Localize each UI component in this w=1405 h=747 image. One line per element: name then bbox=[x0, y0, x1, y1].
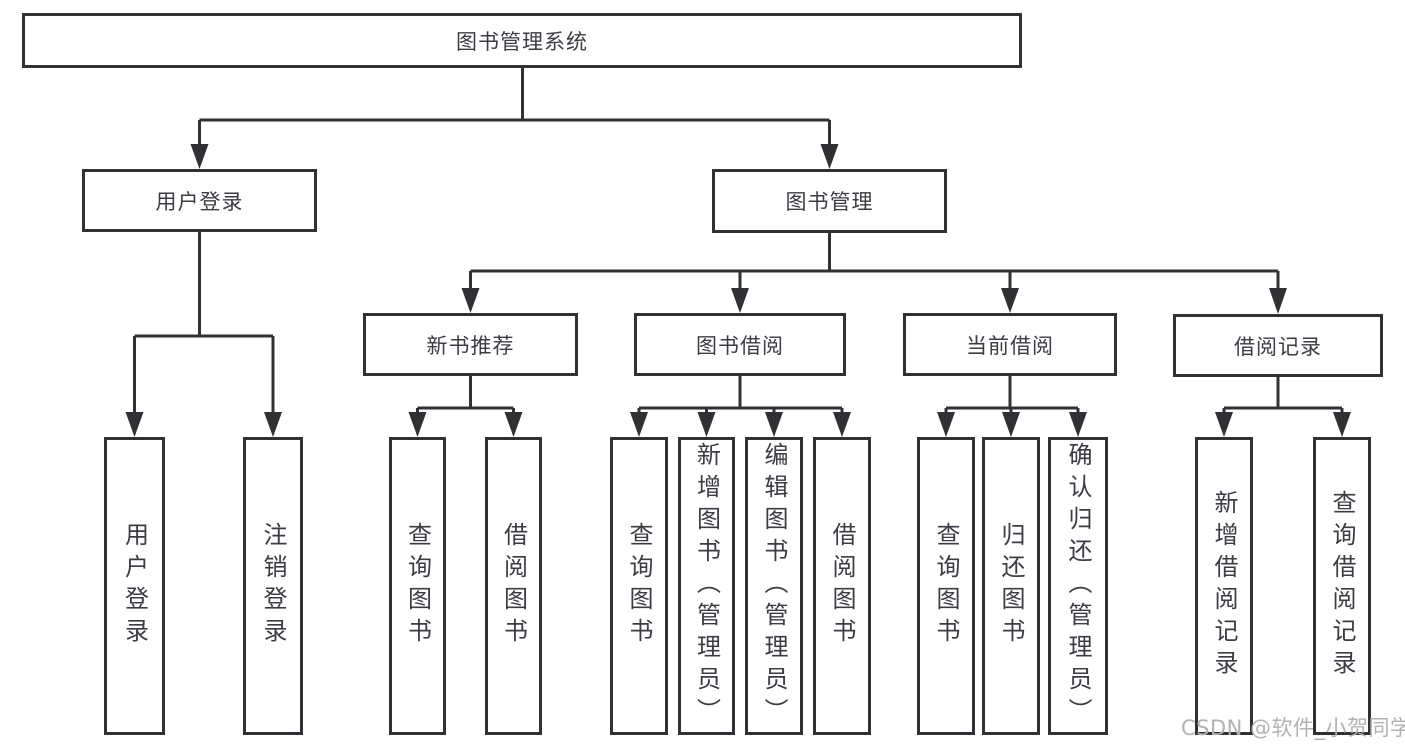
leaf-borrowing-add-books-admin: 新增图书（管理员） bbox=[678, 437, 735, 735]
leaf-current-confirm-return-admin: 确认归还（管理员） bbox=[1048, 437, 1108, 735]
leaf-recommend-borrow-books-label: 借阅图书 bbox=[499, 522, 528, 650]
node-library-system: 图书管理系统 bbox=[22, 13, 1022, 68]
node-book-borrowing: 图书借阅 bbox=[634, 313, 846, 376]
connector-borrowing-records-branch bbox=[1222, 377, 1344, 413]
node-book-management: 图书管理 bbox=[712, 169, 947, 233]
connector-current-borrowing-branch bbox=[944, 376, 1080, 413]
node-new-book-recommend: 新书推荐 bbox=[363, 313, 578, 376]
leaf-user-login: 用户登录 bbox=[104, 437, 165, 735]
connector-book-management-branch bbox=[469, 233, 1280, 289]
connector-user-login-branch bbox=[133, 232, 275, 413]
leaf-recommend-query-books: 查询图书 bbox=[389, 437, 446, 735]
leaf-current-return-books-label: 归还图书 bbox=[997, 522, 1025, 650]
csdn-watermark: CSDN @软件_小贺同学 bbox=[1181, 716, 1405, 740]
node-current-borrowing-label: 当前借阅 bbox=[966, 333, 1054, 358]
node-user-login-label: 用户登录 bbox=[155, 189, 244, 214]
leaf-current-query-books: 查询图书 bbox=[917, 437, 975, 735]
leaf-borrowing-borrow-books: 借阅图书 bbox=[813, 437, 871, 735]
leaf-borrowing-borrow-books-label: 借阅图书 bbox=[828, 522, 856, 650]
node-current-borrowing: 当前借阅 bbox=[903, 313, 1117, 376]
leaf-logout-label: 注销登录 bbox=[259, 522, 287, 650]
leaf-current-query-books-label: 查询图书 bbox=[932, 522, 960, 650]
leaf-records-query-record: 查询借阅记录 bbox=[1313, 437, 1371, 735]
node-user-login: 用户登录 bbox=[82, 169, 317, 232]
node-library-system-label: 图书管理系统 bbox=[456, 29, 588, 54]
connector-book-borrowing-branch bbox=[637, 376, 844, 413]
connector-new-book-branch bbox=[416, 376, 515, 413]
leaf-logout: 注销登录 bbox=[243, 437, 303, 735]
arrowheads bbox=[125, 144, 1351, 437]
leaf-borrowing-edit-books-admin-label: 编辑图书（管理员） bbox=[760, 442, 788, 730]
leaf-user-login-label: 用户登录 bbox=[120, 522, 149, 650]
leaf-records-query-record-label: 查询借阅记录 bbox=[1328, 490, 1356, 682]
leaf-recommend-borrow-books: 借阅图书 bbox=[485, 437, 542, 735]
leaf-borrowing-query-books: 查询图书 bbox=[610, 437, 668, 735]
node-book-borrowing-label: 图书借阅 bbox=[696, 333, 784, 358]
connector-root-branch bbox=[198, 68, 831, 145]
leaf-borrowing-query-books-label: 查询图书 bbox=[625, 522, 653, 650]
node-borrowing-records: 借阅记录 bbox=[1173, 314, 1383, 377]
leaf-current-confirm-return-admin-label: 确认归还（管理员） bbox=[1064, 442, 1092, 730]
node-book-management-label: 图书管理 bbox=[785, 190, 874, 214]
leaf-current-return-books: 归还图书 bbox=[982, 437, 1040, 735]
leaf-borrowing-add-books-admin-label: 新增图书（管理员） bbox=[692, 442, 721, 730]
leaf-records-add-record: 新增借阅记录 bbox=[1195, 437, 1253, 735]
node-borrowing-records-label: 借阅记录 bbox=[1234, 334, 1322, 359]
leaf-borrowing-edit-books-admin: 编辑图书（管理员） bbox=[745, 437, 803, 735]
leaf-records-add-record-label: 新增借阅记录 bbox=[1210, 490, 1238, 682]
node-new-book-recommend-label: 新书推荐 bbox=[426, 333, 515, 358]
leaf-recommend-query-books-label: 查询图书 bbox=[403, 522, 432, 650]
